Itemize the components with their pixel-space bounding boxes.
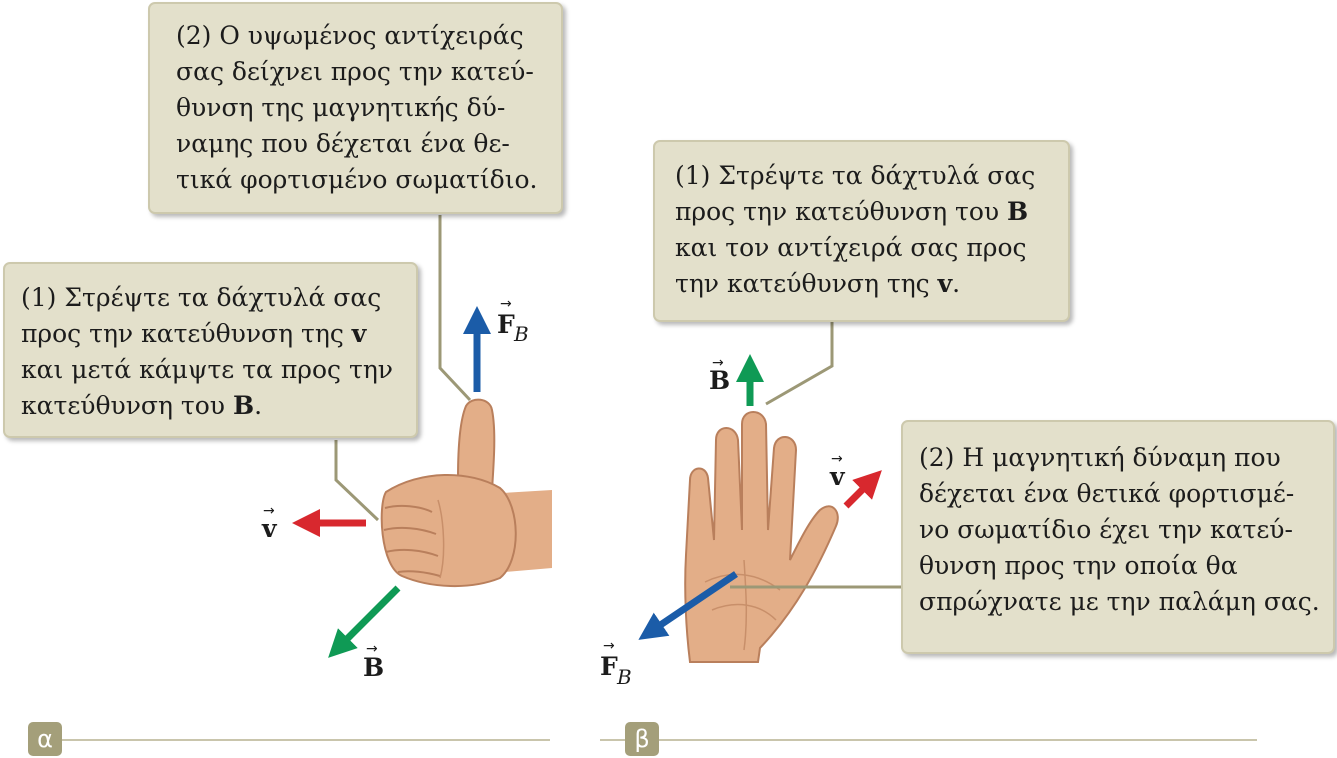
callout-line: και τον αντίχειρά σας προς — [675, 233, 1027, 262]
callout-line: σας δείχνει προς την κατεύ- — [176, 57, 534, 86]
panel-label-alpha: α — [28, 722, 62, 756]
callout-line: και μετά κάμψτε τα προς την — [21, 355, 393, 384]
svg-text:v: v — [829, 462, 846, 491]
beta-label-B: B → — [709, 355, 730, 395]
alpha-callout-thumb: (2) Ο υψωμένος αντίχειράς σας δείχνει πρ… — [148, 2, 563, 214]
svg-text:→: → — [712, 355, 724, 371]
callout-line: κατεύθυνση του B. — [21, 391, 263, 420]
alpha-callout-fingers: (1) Στρέψτε τα δάχτυλά σας προς την κατε… — [3, 262, 418, 438]
svg-text:→: → — [603, 638, 615, 654]
svg-text:→: → — [366, 641, 378, 657]
beta-force-arrow — [638, 571, 738, 640]
callout-line: νο σωματίδιο έχει την κατεύ- — [919, 515, 1293, 544]
alpha-label-F: F B → — [497, 296, 529, 346]
panel-label-beta: β — [625, 722, 659, 756]
callout-line: θυνση της μαγνητικής δύ- — [176, 93, 506, 122]
alpha-leader-top — [438, 215, 472, 402]
panel-rule-alpha — [62, 739, 550, 741]
panel-rule-beta — [659, 739, 1257, 741]
beta-label-v: v → — [829, 451, 846, 491]
svg-text:→: → — [500, 296, 512, 312]
callout-line: θυνση προς την οποία θα — [919, 551, 1238, 580]
beta-leader-top — [765, 322, 834, 406]
callout-line: την κατεύθυνση της v. — [675, 269, 961, 298]
svg-text:B: B — [709, 366, 730, 395]
alpha-label-B: B → — [363, 641, 384, 682]
callout-line: (1) Στρέψτε τα δάχτυλά σας — [675, 161, 1036, 190]
beta-velocity-arrow — [843, 470, 882, 509]
svg-text:F: F — [497, 310, 515, 339]
alpha-label-v: v → — [261, 503, 278, 543]
svg-text:→: → — [831, 451, 843, 467]
callout-line: προς την κατεύθυνση του B — [675, 197, 1029, 226]
beta-callout-palm: (2) Η μαγνητική δύναμη που δέχεται ένα θ… — [901, 420, 1335, 654]
alpha-hand — [380, 398, 552, 588]
panel-rule-beta-left — [600, 739, 625, 741]
callout-line: ναμης που δέχεται ένα θε- — [176, 129, 510, 158]
callout-line: (2) Η μαγνητική δύναμη που — [919, 443, 1281, 472]
beta-callout-fingers: (1) Στρέψτε τα δάχτυλά σας προς την κατε… — [653, 140, 1070, 322]
svg-text:→: → — [263, 503, 275, 519]
alpha-leader-left — [334, 440, 380, 522]
svg-text:B: B — [363, 653, 384, 682]
callout-line: (1) Στρέψτε τα δάχτυλά σας — [21, 283, 382, 312]
beta-hand — [684, 411, 839, 663]
svg-text:B: B — [616, 665, 632, 689]
callout-line: (2) Ο υψωμένος αντίχειράς — [176, 21, 524, 50]
svg-text:v: v — [261, 514, 278, 543]
svg-text:F: F — [600, 652, 618, 681]
svg-text:B: B — [513, 322, 529, 346]
callout-line: δέχεται ένα θετικά φορτισμέ- — [919, 479, 1295, 508]
callout-line: προς την κατεύθυνση της v — [21, 319, 367, 348]
alpha-field-arrow — [328, 585, 401, 658]
callout-line: τικά φορτισμένο σωματίδιο. — [176, 165, 538, 194]
beta-label-F: F B → — [600, 638, 632, 689]
callout-line: σπρώχνατε με την παλάμη σας. — [919, 587, 1320, 616]
